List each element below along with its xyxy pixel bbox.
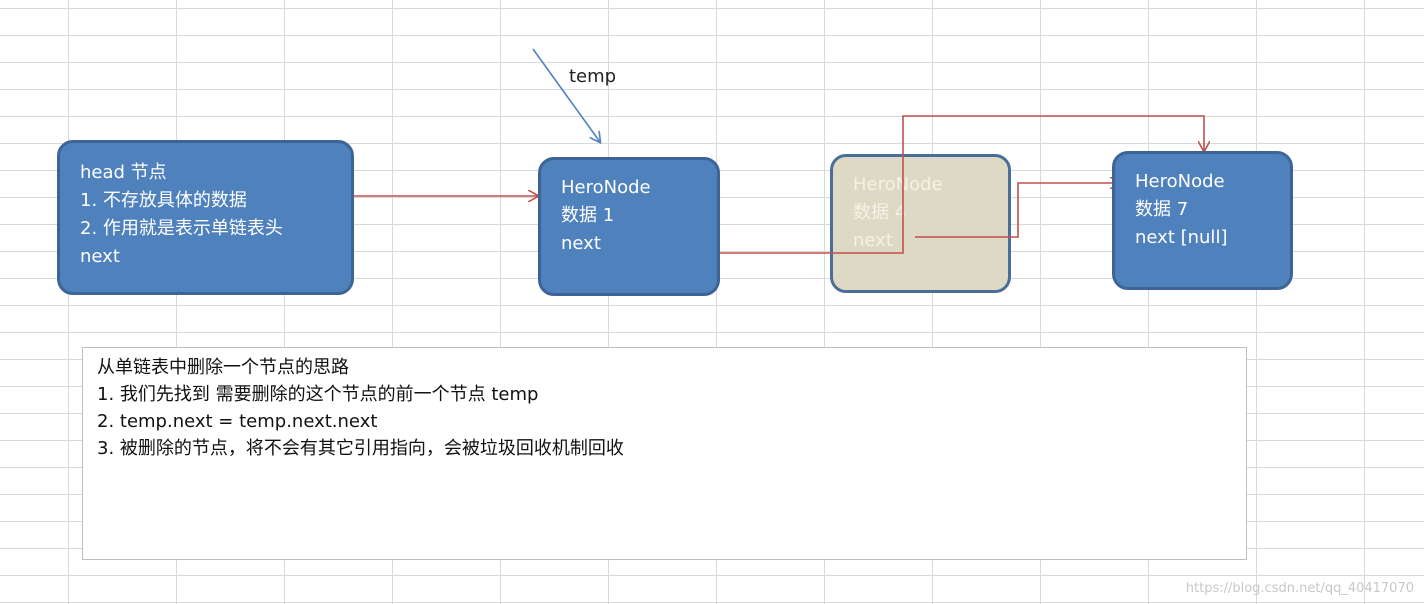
hero-node-1-data: 数据 1 (561, 205, 615, 226)
head-node-next: next (80, 246, 120, 267)
head-node-title: head 节点 (80, 162, 167, 183)
hero-node-1: HeroNode 数据 1 next (538, 157, 720, 296)
hero-node-7-type: HeroNode (1135, 171, 1225, 192)
hero-node-7-data: 数据 7 (1135, 199, 1189, 220)
node1-next-bypass-overlay (830, 154, 904, 254)
hero-node-1-next: next (561, 233, 601, 254)
hero-node-4-deleted: HeroNode 数据 4 next (830, 154, 1011, 293)
head-node-desc-2: 2. 作用就是表示单链表头 (80, 218, 283, 239)
notes-item-1: 1. 我们先找到 需要删除的这个节点的前一个节点 temp (97, 384, 539, 405)
hero-node-4-next: next (853, 230, 893, 251)
notes-item-2: 2. temp.next = temp.next.next (97, 411, 378, 432)
hero-node-4-data: 数据 4 (853, 202, 907, 223)
hero-node-7-next: next [null] (1135, 227, 1228, 248)
head-node-desc-1: 1. 不存放具体的数据 (80, 190, 247, 211)
head-node: head 节点 1. 不存放具体的数据 2. 作用就是表示单链表头 next (57, 140, 354, 295)
notes-item-3: 3. 被删除的节点，将不会有其它引用指向，会被垃圾回收机制回收 (97, 438, 624, 459)
watermark: https://blog.csdn.net/qq_40417070 (1185, 581, 1414, 596)
deletion-notes-box: 从单链表中删除一个节点的思路 1. 我们先找到 需要删除的这个节点的前一个节点 … (82, 347, 1247, 560)
hero-node-1-type: HeroNode (561, 177, 651, 198)
temp-label: temp (569, 66, 617, 87)
hero-node-4-type: HeroNode (853, 174, 943, 195)
temp-pointer-arrow (532, 48, 600, 142)
notes-title: 从单链表中删除一个节点的思路 (97, 357, 349, 378)
hero-node-7: HeroNode 数据 7 next [null] (1112, 151, 1293, 290)
